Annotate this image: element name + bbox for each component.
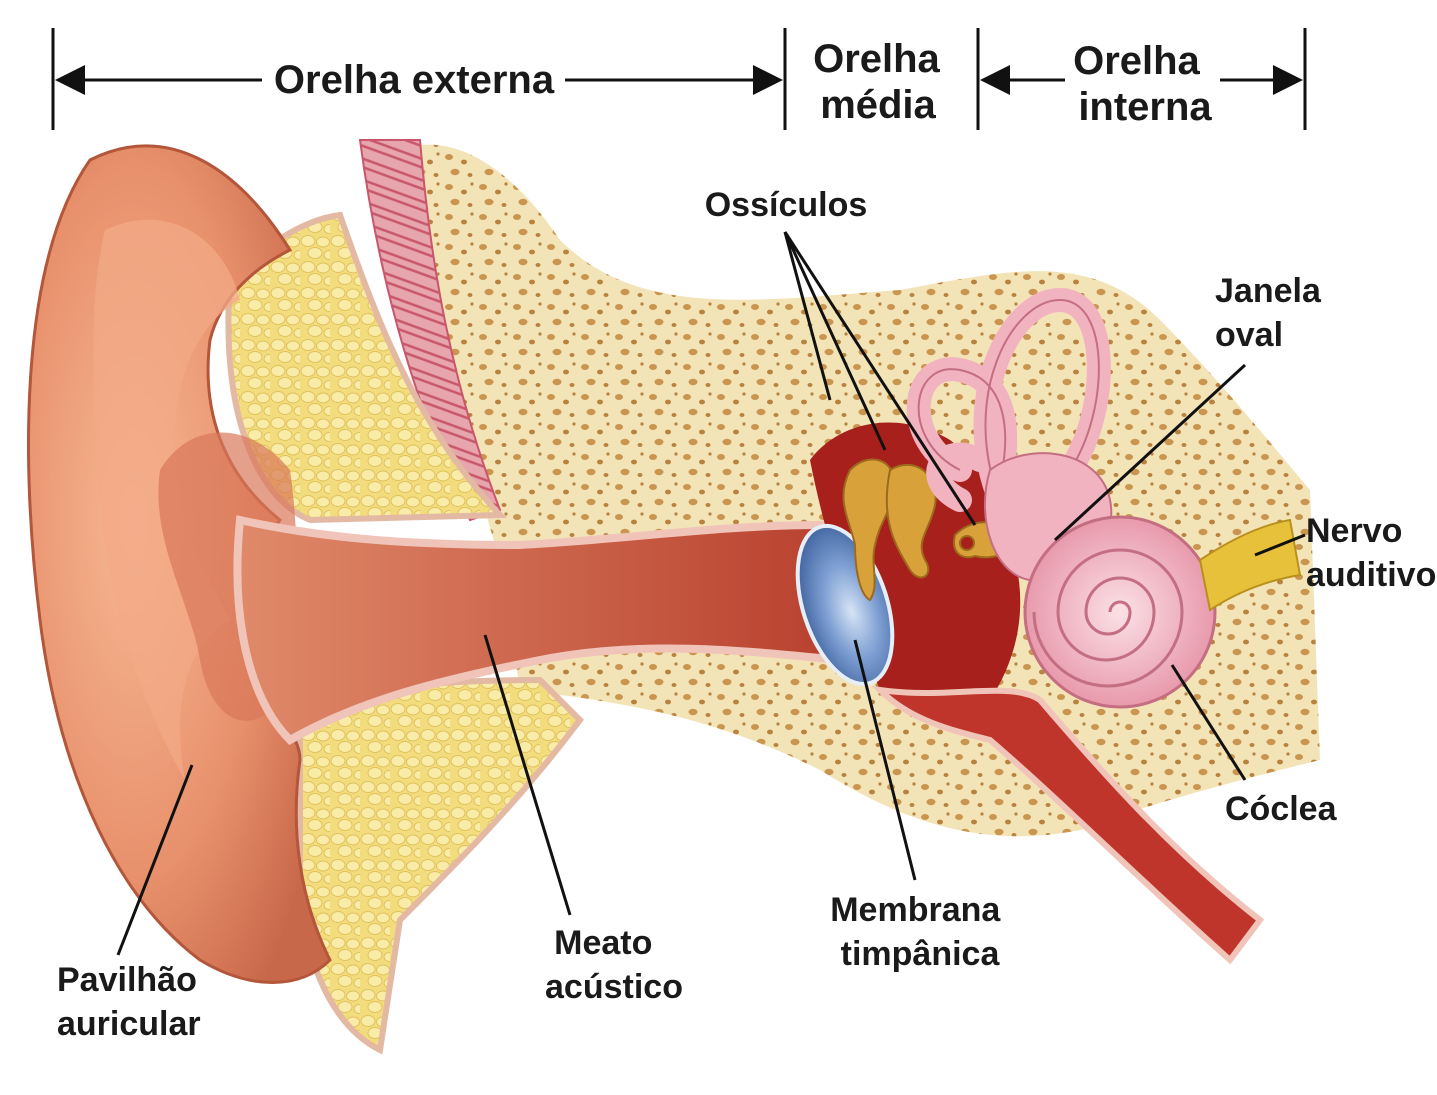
label-auditory-nerve-line1: Nervo: [1306, 512, 1402, 550]
label-meatus-line1: Meato: [554, 924, 652, 962]
label-tympanic-line1: Membrana: [830, 891, 1001, 929]
label-ossicles: Ossículos: [705, 186, 868, 224]
section-dividers: [51, 28, 1307, 130]
label-oval-window: Janela oval: [1215, 272, 1330, 354]
semicircular-canals-outline: [917, 298, 1100, 501]
label-oval-window-line2: oval: [1215, 316, 1283, 354]
label-meatus-line2: acústico: [545, 968, 683, 1006]
label-cochlea: Cóclea: [1225, 790, 1338, 828]
label-auricle-line2: auricular: [57, 1005, 201, 1043]
leader-lines: [116, 231, 1306, 956]
auditory-nerve: [1198, 518, 1302, 612]
label-oval-window-line1: Janela: [1215, 272, 1322, 310]
section-middle-line1: Orelha: [813, 37, 940, 81]
section-outer-ear: Orelha externa: [274, 58, 555, 102]
section-inner-line1: Orelha: [1073, 39, 1200, 83]
fat-tissue-lower: [297, 676, 584, 1055]
label-auditory-nerve-line2: auditivo: [1306, 556, 1436, 594]
section-inner-line2: interna: [1078, 85, 1212, 129]
label-acoustic-meatus: Meato acústico: [545, 924, 683, 1006]
section-middle-line2: média: [820, 83, 936, 127]
section-inner-ear: Orelha interna: [1073, 39, 1212, 129]
label-auditory-nerve: Nervo auditivo: [1306, 512, 1436, 594]
eustachian-tube: [871, 685, 1265, 965]
ear-canal: [233, 515, 845, 745]
label-tympanic-membrane: Membrana timpânica: [830, 891, 1010, 973]
label-tympanic-line2: timpânica: [841, 935, 1001, 973]
section-middle-ear: Orelha média: [813, 37, 951, 127]
cochlea: [1023, 515, 1217, 709]
label-auricle-line1: Pavilhão: [57, 961, 197, 999]
label-auricle: Pavilhão auricular: [57, 961, 206, 1043]
muscle-strip: [358, 139, 502, 522]
